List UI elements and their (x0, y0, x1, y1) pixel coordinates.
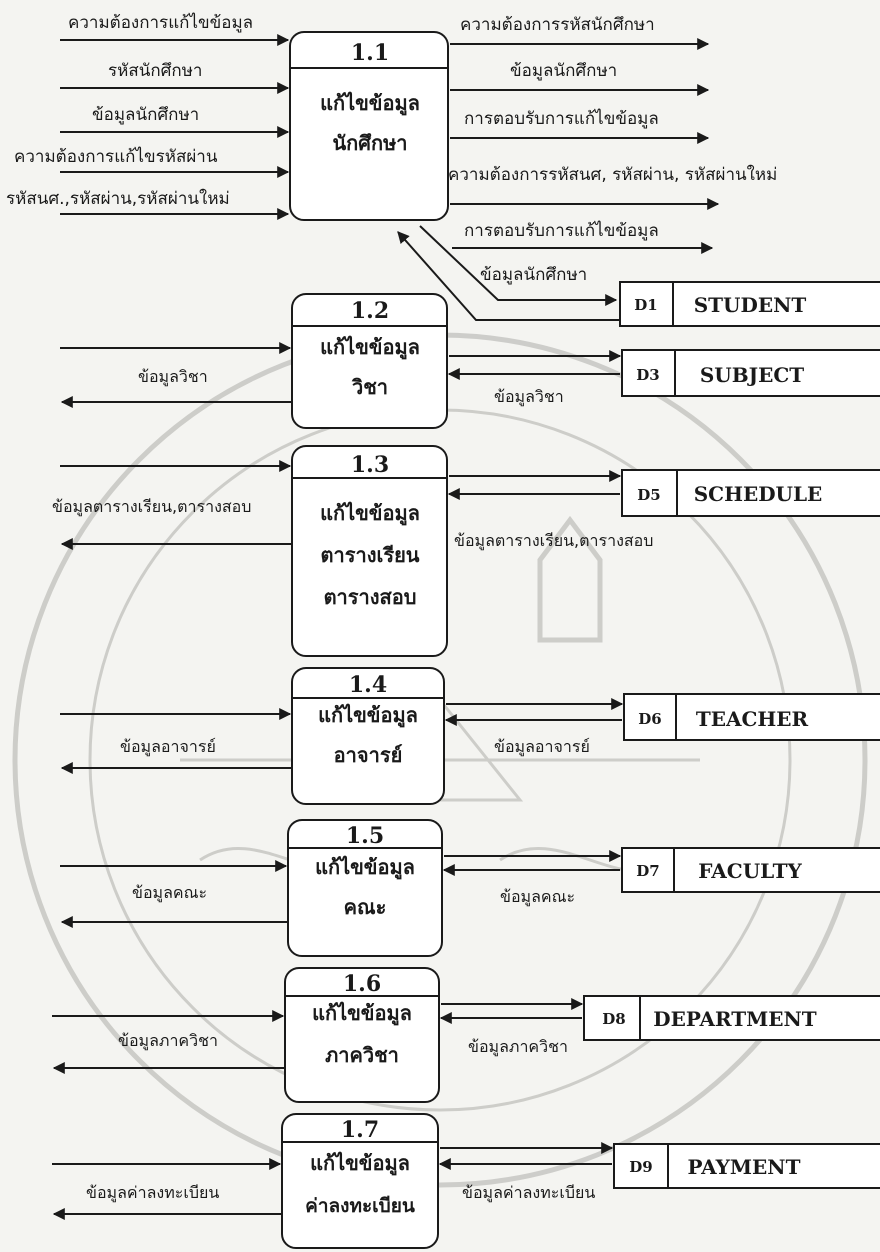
flows-1-1-out (397, 38, 720, 321)
flow-labels-1-1-in: ความต้องการแก้ไขข้อมูล รหัสนักศึกษา ข้อม… (6, 12, 253, 209)
datastore-id: D1 (634, 296, 657, 314)
process-subtitle: ค่าลงทะเบียน (305, 1195, 415, 1217)
process-title: แก้ไขข้อมูล (320, 91, 420, 117)
flow-labels-1-1-out: ความต้องการรหัสนักศึกษา ข้อมูลนักศึกษา ก… (448, 15, 777, 285)
flow-label: ข้อมูลวิชา (494, 387, 564, 407)
datastore-name: SUBJECT (700, 363, 804, 387)
flow-arrow (397, 231, 620, 321)
flow-label: ข้อมูลนักศึกษา (510, 61, 617, 81)
flow-label: ข้อมูลตารางเรียน,ตารางสอบ (454, 531, 653, 551)
datastore-name: PAYMENT (688, 1155, 801, 1179)
process-subtitle: อาจารย์ (334, 743, 403, 767)
flow-label: ความต้องการรหัสนักศึกษา (460, 15, 655, 35)
datastore-name: SCHEDULE (694, 482, 823, 506)
datastore-id: D3 (636, 366, 659, 384)
process-title: แก้ไขข้อมูล (312, 1001, 412, 1027)
process-id: 1.6 (343, 971, 381, 997)
process-id: 1.7 (341, 1117, 379, 1143)
datastore-d6: D6 TEACHER (623, 693, 880, 741)
process-id: 1.5 (346, 823, 384, 849)
datastore-id: D6 (638, 710, 661, 728)
flow-label: ข้อมูลค่าลงทะเบียน (86, 1183, 219, 1203)
flow-label: รหัสนักศึกษา (108, 61, 202, 81)
flow-label: การตอบรับการแก้ไขข้อมูล (464, 108, 659, 129)
process-1-2: 1.2 แก้ไขข้อมูล วิชา (291, 293, 448, 429)
flow-label: ข้อมูลนักศึกษา (480, 265, 587, 285)
flow-label: ความต้องการแก้ไขรหัสผ่าน (14, 146, 218, 167)
process-id: 1.3 (351, 452, 389, 478)
flow-labels-side: ข้อมูลวิชา ข้อมูลวิชา ข้อมูลตารางเรียน,ต… (52, 367, 653, 1203)
flow-label: ข้อมูลภาควิชา (468, 1037, 568, 1057)
flow-label: ข้อมูลอาจารย์ (120, 737, 216, 757)
datastore-name: DEPARTMENT (653, 1007, 817, 1031)
flow-label: ข้อมูลตารางเรียน,ตารางสอบ (52, 497, 251, 517)
datastore-id: D9 (629, 1158, 652, 1176)
process-subtitle: ภาควิชา (325, 1043, 399, 1067)
flow-label: ความต้องการรหัสนศ, รหัสผ่าน, รหัสผ่านใหม… (448, 164, 777, 185)
process-1-3: 1.3 แก้ไขข้อมูล ตารางเรียน ตารางสอบ (291, 445, 448, 657)
flow-label: ข้อมูลภาควิชา (118, 1031, 218, 1051)
flow-label: ข้อมูลวิชา (138, 367, 208, 387)
flow-label: ข้อมูลอาจารย์ (494, 737, 590, 757)
datastore-d1: D1 STUDENT (619, 281, 880, 327)
flow-label: ข้อมูลนักศึกษา (92, 105, 199, 125)
process-title: แก้ไขข้อมูล (315, 855, 415, 881)
process-subtitle: วิชา (351, 375, 388, 399)
flow-label: ข้อมูลคณะ (132, 883, 207, 903)
datastore-d5: D5 SCHEDULE (621, 469, 880, 517)
flow-label: รหัสนศ.,รหัสผ่าน,รหัสผ่านใหม่ (6, 188, 230, 209)
process-subtitle: ตารางเรียน (321, 543, 420, 567)
flows-left-right (52, 342, 624, 1220)
process-subtitle-2: ตารางสอบ (324, 585, 417, 609)
datastore-d8: D8 DEPARTMENT (583, 995, 880, 1041)
process-1-4: 1.4 แก้ไขข้อมูล อาจารย์ (291, 667, 445, 805)
flows-1-1-in (60, 34, 290, 220)
process-subtitle: นักศึกษา (333, 131, 408, 155)
process-title: แก้ไขข้อมูล (318, 703, 418, 729)
process-subtitle: คณะ (344, 895, 387, 919)
process-title: แก้ไขข้อมูล (320, 335, 420, 361)
process-title: แก้ไขข้อมูล (310, 1151, 410, 1177)
datastore-id: D8 (602, 1010, 625, 1028)
process-1-7: 1.7 แก้ไขข้อมูล ค่าลงทะเบียน (281, 1113, 439, 1249)
flow-label: การตอบรับการแก้ไขข้อมูล (464, 220, 659, 241)
process-1-1: 1.1 แก้ไขข้อมูล นักศึกษา (289, 31, 449, 221)
process-id: 1.1 (351, 40, 389, 66)
flow-arrow (419, 225, 618, 306)
flow-label: ข้อมูลคณะ (500, 887, 575, 907)
process-id: 1.2 (351, 298, 389, 324)
datastore-name: FACULTY (698, 859, 802, 883)
datastore-d9: D9 PAYMENT (613, 1143, 880, 1189)
datastore-id: D5 (637, 486, 660, 504)
process-title: แก้ไขข้อมูล (320, 501, 420, 527)
flow-label: ความต้องการแก้ไขข้อมูล (68, 12, 253, 33)
flow-label: ข้อมูลค่าลงทะเบียน (462, 1183, 595, 1203)
datastore-d3: D3 SUBJECT (621, 349, 880, 397)
process-id: 1.4 (349, 672, 387, 698)
datastore-d7: D7 FACULTY (621, 847, 880, 893)
datastore-name: TEACHER (696, 707, 809, 731)
process-1-6: 1.6 แก้ไขข้อมูล ภาควิชา (284, 967, 440, 1103)
datastore-id: D7 (636, 862, 659, 880)
process-1-5: 1.5 แก้ไขข้อมูล คณะ (287, 819, 443, 957)
datastore-name: STUDENT (694, 293, 807, 317)
